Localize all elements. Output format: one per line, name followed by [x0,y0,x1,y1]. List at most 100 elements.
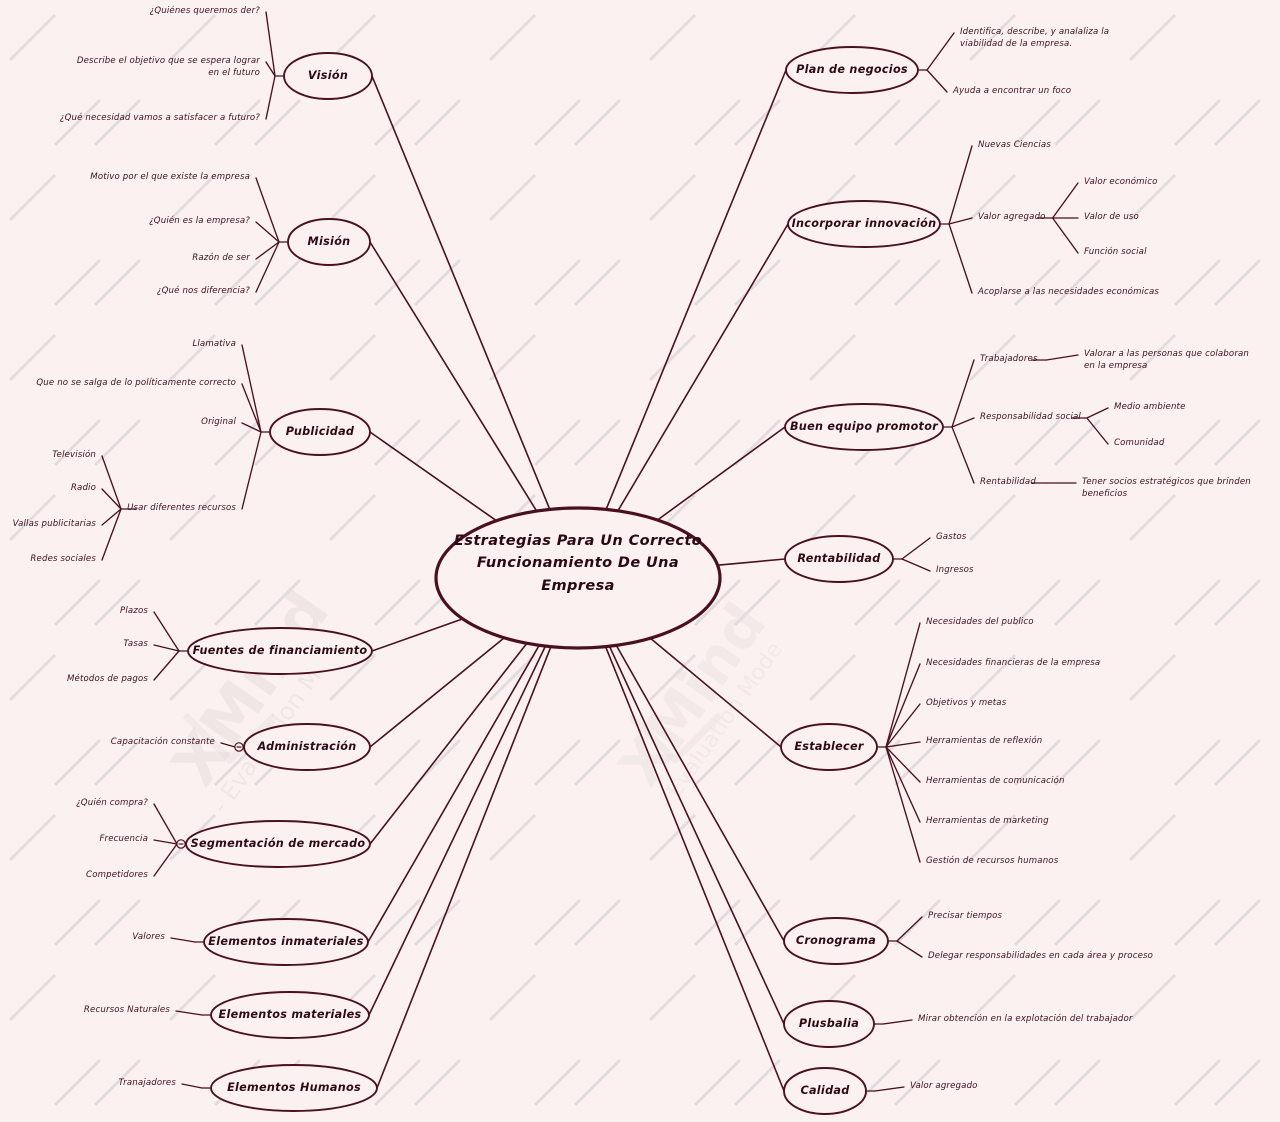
label-establecer-child-1[interactable]: Necesidades financieras de la empresa [926,658,1101,668]
node-label-inmateriales: Elementos inmateriales [208,935,364,948]
edge-root-to-inmateriales [367,644,540,943]
edge-rentabilidad-child-1 [901,558,931,572]
label-mision-child-0[interactable]: Motivo por el que existe la empresa [90,172,250,182]
label-calidad-child-0[interactable]: Valor agregado [910,1081,978,1091]
label-equipo-child-1[interactable]: Responsabilidad social [980,412,1081,422]
node-label-publicidad: Publicidad [285,425,355,438]
label-mision-child-3[interactable]: ¿Qué nos diferencia? [156,286,250,296]
label-innovacion-child-1-sub-2[interactable]: Función social [1084,247,1147,257]
node-label-materiales: Elementos materiales [218,1008,362,1021]
label-publicidad-child-1[interactable]: Que no se salga de lo políticamente corr… [36,378,236,388]
label-fuentes-child-1[interactable]: Tasas [123,639,148,649]
label-mision-child-1[interactable]: ¿Quién es la empresa? [149,216,250,226]
label-cronograma-child-1[interactable]: Delegar responsabilidades en cada área y… [928,951,1154,961]
edge-vision-child-0 [265,11,276,77]
node-label-vision: Visión [307,69,349,82]
label-materiales-child-0[interactable]: Recursos Naturales [83,1005,170,1015]
node-plan[interactable] [785,46,919,94]
node-label-plusbalia: Plusbalia [798,1017,860,1030]
label-equipo-child-0[interactable]: Trabajadores [980,354,1038,364]
label-rentabilidad-child-0[interactable]: Gastos [936,532,967,542]
label-publicidad-child-2[interactable]: Original [201,417,236,427]
label-vision-child-0[interactable]: ¿Quiénes queremos der? [149,6,260,16]
edge-publicidad-child-2 [241,422,262,433]
edge-equipo-child-1-sub-1 [1086,417,1109,445]
label-innovacion-child-1-sub-1[interactable]: Valor de uso [1084,212,1139,222]
node-rentabilidad[interactable] [784,535,894,583]
node-fuentes[interactable] [187,627,373,675]
node-administracion[interactable] [243,723,371,771]
label-vision-child-1[interactable]: Describe el objetivo que se espera logra… [76,56,260,78]
node-label-segmentacion: Segmentación de mercado [190,837,366,850]
label-innovacion-child-2[interactable]: Acoplarse a las necesidades económicas [978,287,1160,297]
label-rentabilidad-child-1[interactable]: Ingresos [936,565,974,575]
edge-equipo-child-0-sub-0 [1045,354,1079,361]
label-segmentacion-child-1[interactable]: Frecuencia [99,834,148,844]
label-publicidad-child-3[interactable]: Usar diferentes recursos [127,503,236,513]
root-node[interactable] [434,506,722,650]
label-administracion-child-0[interactable]: Capacitación constante [110,737,215,747]
node-materiales[interactable] [210,991,370,1039]
edge-root-to-administracion [369,637,506,748]
label-publicidad-child-3-sub-3[interactable]: Redes sociales [30,554,96,564]
node-label-establecer: Establecer [794,740,864,753]
edge-mision-child-1 [255,221,280,243]
label-establecer-child-6[interactable]: Gestión de recursos humanos [926,856,1059,866]
label-mision-child-2[interactable]: Razón de ser [192,253,250,263]
label-innovacion-child-1[interactable]: Valor agregado [978,212,1046,222]
edge-root-to-publicidad [369,431,498,522]
label-plusbalia-child-0[interactable]: Mirar obtención en la explotación del tr… [918,1014,1133,1024]
label-equipo-child-1-sub-0[interactable]: Medio ambiente [1114,402,1186,412]
label-plan-child-0[interactable]: Identifica, describe, y analaliza la via… [960,27,1110,49]
node-cronograma[interactable] [783,917,889,965]
label-vision-child-2[interactable]: ¿Qué necesidad vamos a satisfacer a futu… [59,113,260,123]
node-innovacion[interactable] [787,200,941,248]
label-establecer-child-2[interactable]: Objetivos y metas [926,698,1007,708]
label-segmentacion-child-0[interactable]: ¿Quién compra? [76,798,148,808]
root-node-label: Estrategias Para Un Correcto Funcionamie… [453,533,703,594]
edge-mision-child-3 [255,241,280,293]
node-equipo[interactable] [784,403,944,451]
node-segmentacion[interactable] [185,820,371,868]
node-establecer[interactable] [780,723,878,771]
label-segmentacion-child-2[interactable]: Competidores [86,870,148,880]
edge-segmentacion-child-0 [153,803,178,845]
edge-administracion-child-0 [220,742,236,748]
node-publicidad[interactable] [269,408,371,456]
edge-calidad-child-0 [874,1086,905,1092]
label-equipo-child-1-sub-1[interactable]: Comunidad [1114,438,1165,448]
label-fuentes-child-0[interactable]: Plazos [120,606,148,616]
label-publicidad-child-3-sub-0[interactable]: Televisión [52,450,96,460]
node-inmateriales[interactable] [203,918,369,966]
node-vision[interactable] [283,52,373,100]
label-publicidad-child-3-sub-2[interactable]: Vallas publicitarias [12,519,96,529]
edge-innovacion-child-0 [948,145,973,225]
node-plusbalia[interactable] [783,1000,875,1048]
node-humanos[interactable] [210,1064,378,1112]
edge-establecer-child-0 [885,622,921,748]
label-fuentes-child-2[interactable]: Métodos de pagos [66,674,148,684]
edge-publicidad-child-3-sub-2 [101,508,122,526]
label-publicidad-child-3-sub-1[interactable]: Radio [70,483,96,493]
label-publicidad-child-0[interactable]: Llamativa [192,339,236,349]
label-equipo-child-2[interactable]: Rentabilidad [980,477,1036,487]
node-mision[interactable] [287,218,371,266]
label-establecer-child-3[interactable]: Herramientas de reflexión [926,736,1043,746]
label-equipo-child-0-sub-0[interactable]: Valorar a las personas que colaboran en … [1084,349,1250,371]
label-establecer-child-0[interactable]: Necesidades del publico [926,617,1034,627]
label-establecer-child-5[interactable]: Herramientas de marketing [926,816,1049,826]
edge-establecer-child-6 [885,746,921,863]
label-innovacion-child-1-sub-0[interactable]: Valor económico [1084,177,1158,187]
label-innovacion-child-0[interactable]: Nuevas Ciencias [978,140,1051,150]
label-inmateriales-child-0[interactable]: Valores [132,932,165,942]
node-calidad[interactable] [783,1067,867,1115]
node-label-cronograma: Cronograma [795,934,877,947]
label-humanos-child-0[interactable]: Tranajadores [118,1078,176,1088]
label-plan-child-1[interactable]: Ayuda a encontrar un foco [953,86,1072,96]
label-cronograma-child-0[interactable]: Precisar tiempos [928,911,1003,921]
edge-segmentacion-child-2 [153,843,178,877]
label-equipo-child-2-sub-0[interactable]: Tener socios estratégicos que brinden be… [1082,477,1251,499]
edge-mision-child-0 [255,177,280,243]
label-establecer-child-4[interactable]: Herramientas de comunicación [926,776,1065,786]
